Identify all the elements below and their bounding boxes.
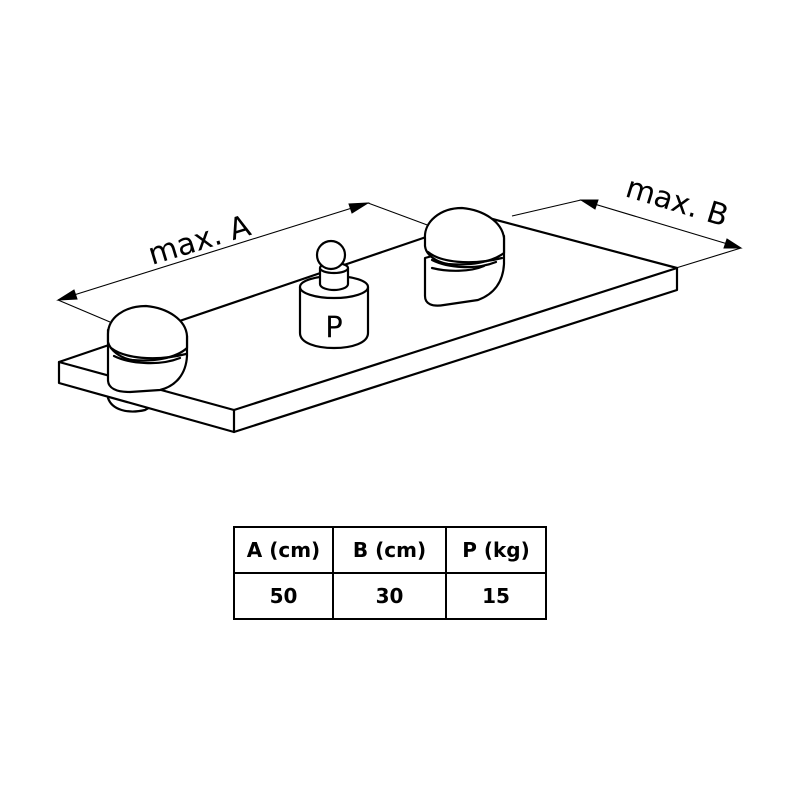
left-bracket: [106, 304, 189, 394]
weight-label: P: [325, 310, 343, 344]
weight-icon: P: [298, 239, 370, 350]
value-a: 50: [233, 572, 334, 620]
dimension-b-label: max. B: [622, 170, 733, 234]
dimension-a-label: max. A: [144, 208, 255, 272]
header-b: B (cm): [332, 526, 447, 574]
table-row: 50 30 15: [233, 572, 547, 620]
right-bracket: [423, 206, 506, 307]
left-bracket-lower-jaw: [106, 396, 154, 413]
value-p: 15: [445, 572, 547, 620]
header-p: P (kg): [445, 526, 547, 574]
table-header-row: A (cm) B (cm) P (kg): [233, 526, 547, 574]
header-a: A (cm): [233, 526, 334, 574]
value-b: 30: [332, 572, 447, 620]
spec-table: A (cm) B (cm) P (kg) 50 30 15: [233, 526, 547, 620]
